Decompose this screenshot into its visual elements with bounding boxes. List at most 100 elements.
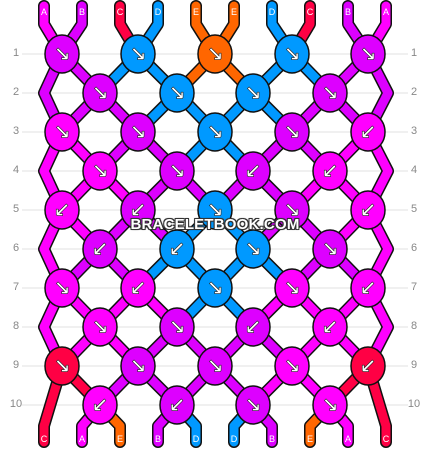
knot[interactable] [350, 34, 386, 74]
row-number-right: 4 [410, 164, 418, 176]
knot[interactable] [44, 34, 80, 74]
strand-label: C [41, 434, 48, 444]
knot[interactable] [82, 229, 118, 269]
knot[interactable] [312, 73, 348, 113]
knot[interactable] [120, 112, 156, 152]
knot-arrow-icon: ↙ [360, 120, 377, 144]
knot-arrow-icon: ↘ [92, 81, 109, 105]
knot[interactable] [274, 190, 310, 230]
knot[interactable] [82, 307, 118, 347]
knot-arrow-icon: ↘ [284, 198, 301, 222]
bottom-strand [363, 361, 391, 447]
knot[interactable] [274, 268, 310, 308]
knot[interactable] [44, 268, 80, 308]
knot[interactable] [120, 346, 156, 386]
knot-arrow-icon: ↘ [54, 120, 71, 144]
strand-label: B [79, 7, 85, 17]
strand-label: C [383, 434, 390, 444]
knot[interactable] [197, 346, 233, 386]
knot-arrow-icon: ↙ [360, 198, 377, 222]
knot-arrow-icon: ↘ [169, 159, 186, 183]
row-number-left: 7 [12, 281, 20, 293]
knot[interactable] [120, 34, 156, 74]
knot-arrow-icon: ↘ [207, 276, 224, 300]
knot-arrow-icon: ↘ [130, 42, 147, 66]
knot[interactable] [350, 346, 386, 386]
strand-label: C [307, 7, 314, 17]
row-number-left: 5 [12, 203, 20, 215]
knot-arrow-icon: ↘ [207, 198, 224, 222]
knot[interactable] [159, 73, 195, 113]
knot[interactable] [312, 385, 348, 425]
strand-label: E [193, 7, 199, 17]
knot[interactable] [312, 229, 348, 269]
knot-arrow-icon: ↘ [54, 354, 71, 378]
row-number-right: 8 [410, 320, 418, 332]
strand-label: E [231, 7, 237, 17]
knot[interactable] [120, 268, 156, 308]
knot-arrow-icon: ↘ [284, 276, 301, 300]
knot[interactable] [44, 346, 80, 386]
knot-arrow-icon: ↙ [245, 159, 262, 183]
knot[interactable] [44, 112, 80, 152]
row-number-right: 5 [410, 203, 418, 215]
knot[interactable] [44, 190, 80, 230]
bottom-strand [39, 361, 67, 447]
knot-arrow-icon: ↙ [360, 354, 377, 378]
knot-arrow-icon: ↙ [54, 198, 71, 222]
knot[interactable] [120, 190, 156, 230]
knot-arrow-icon: ↙ [322, 159, 339, 183]
strand-label: D [193, 434, 200, 444]
knot[interactable] [235, 73, 271, 113]
knot[interactable] [350, 112, 386, 152]
row-number-left: 8 [12, 320, 20, 332]
row-number-right: 2 [410, 86, 418, 98]
knot-arrow-icon: ↙ [169, 237, 186, 261]
row-number-right: 6 [410, 242, 418, 254]
knot-arrow-icon: ↙ [92, 393, 109, 417]
row-number-right: 1 [410, 47, 418, 59]
knot-arrow-icon: ↘ [130, 120, 147, 144]
strand-label: B [155, 434, 161, 444]
knot[interactable] [159, 307, 195, 347]
knot[interactable] [235, 307, 271, 347]
knot[interactable] [350, 190, 386, 230]
strand-label: D [269, 7, 276, 17]
knot[interactable] [159, 151, 195, 191]
knot[interactable] [312, 151, 348, 191]
knot[interactable] [197, 268, 233, 308]
knot-arrow-icon: ↘ [169, 315, 186, 339]
row-number-left: 3 [12, 125, 20, 137]
strand-label: A [79, 434, 85, 444]
strand-label: A [345, 434, 351, 444]
knot[interactable] [274, 346, 310, 386]
knot[interactable] [235, 385, 271, 425]
knot-arrow-icon: ↘ [284, 120, 301, 144]
knot[interactable] [274, 112, 310, 152]
knot[interactable] [82, 151, 118, 191]
knot[interactable] [235, 151, 271, 191]
knot[interactable] [197, 34, 233, 74]
knot-arrow-icon: ↘ [245, 81, 262, 105]
knot-arrow-icon: ↘ [207, 354, 224, 378]
knot-arrow-icon: ↘ [92, 159, 109, 183]
knot[interactable] [82, 385, 118, 425]
knot[interactable] [197, 112, 233, 152]
knot[interactable] [350, 268, 386, 308]
knot[interactable] [159, 229, 195, 269]
knot-arrow-icon: ↘ [360, 42, 377, 66]
knot[interactable] [274, 34, 310, 74]
knot-arrow-icon: ↘ [92, 315, 109, 339]
knot[interactable] [159, 385, 195, 425]
knot[interactable] [235, 229, 271, 269]
knot[interactable] [312, 307, 348, 347]
knot-arrow-icon: ↘ [207, 120, 224, 144]
row-number-left: 6 [12, 242, 20, 254]
knot-arrow-icon: ↙ [169, 393, 186, 417]
knot[interactable] [82, 73, 118, 113]
knot-arrow-icon: ↘ [322, 237, 339, 261]
knot-arrow-icon: ↙ [92, 237, 109, 261]
knot-arrow-icon: ↘ [130, 354, 147, 378]
knot[interactable] [197, 190, 233, 230]
